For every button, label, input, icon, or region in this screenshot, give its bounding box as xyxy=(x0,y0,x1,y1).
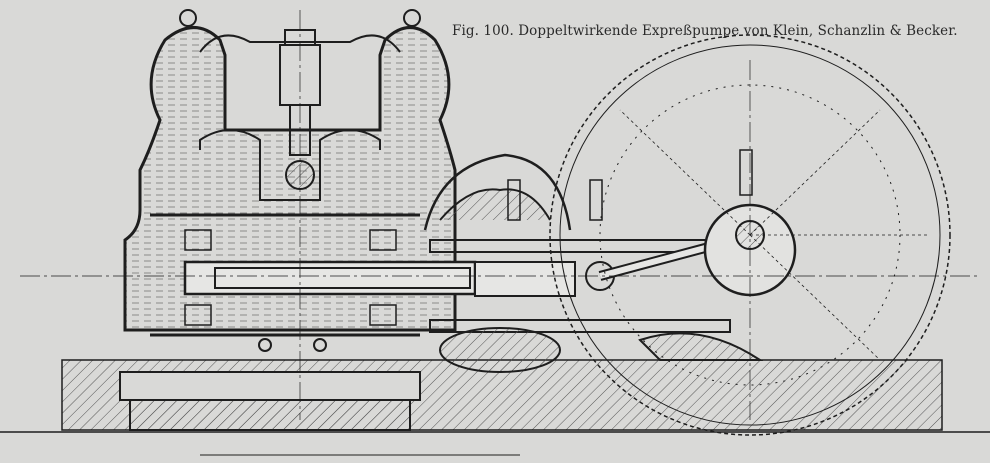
plunger xyxy=(183,260,477,296)
pump-body xyxy=(123,9,477,352)
figure-caption: Fig. 100. Doppeltwirkende Expreßpumpe vo… xyxy=(452,23,958,39)
flywheel xyxy=(549,34,951,436)
frame xyxy=(423,153,764,373)
lubricators xyxy=(507,149,753,221)
